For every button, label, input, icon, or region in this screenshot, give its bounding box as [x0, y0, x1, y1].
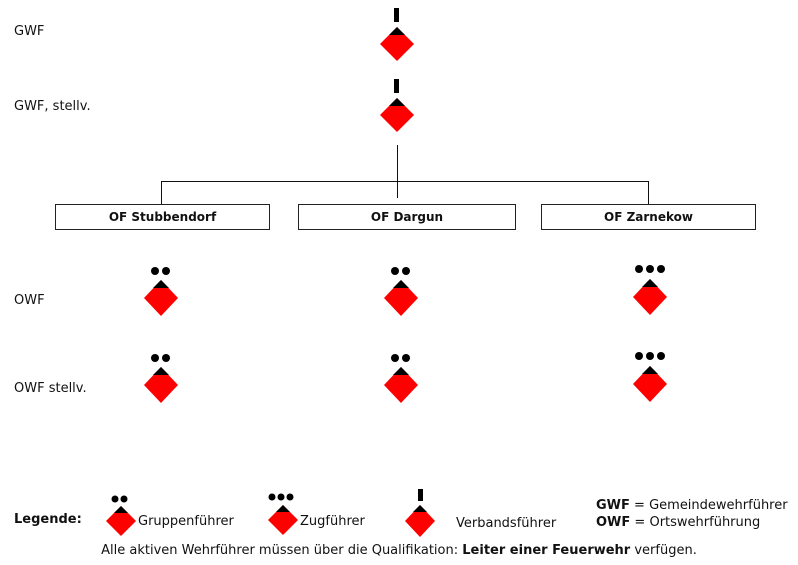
abbreviation-gwf-text: Gemeindewehrführer — [649, 498, 788, 513]
legend-label-zugfuehrer: Zugführer — [300, 514, 365, 529]
abbreviation-gwf: GWF = Gemeindewehrführer — [596, 498, 788, 513]
owf-zarnekow-zugfuehrer-icon — [633, 265, 667, 315]
legend-verbandsfuehrer-icon — [405, 489, 435, 537]
abbreviation-owf: OWF = Ortswehrführung — [596, 515, 760, 530]
abbreviation-owf-text: Ortswehrführung — [649, 515, 761, 530]
owf-deputy-dargun-gruppenfuehrer-icon — [384, 354, 418, 403]
connector-trunk — [397, 145, 398, 198]
abbreviation-gwf-eq: = — [634, 498, 645, 513]
owf-deputy-stubbendorf-gruppenfuehrer-icon — [144, 354, 178, 403]
gwf-deputy-verbandsfuehrer-icon — [380, 79, 414, 132]
owf-stubbendorf-gruppenfuehrer-icon — [144, 267, 178, 316]
qualification-note-prefix: Alle aktiven Wehrführer müssen über die … — [101, 543, 459, 558]
connector-right — [648, 181, 649, 204]
legend-label-gruppenfuehrer: Gruppenführer — [138, 514, 234, 529]
qualification-note: Alle aktiven Wehrführer müssen über die … — [0, 543, 798, 558]
legend-gruppenfuehrer-icon — [106, 495, 136, 536]
abbreviation-gwf-key: GWF — [596, 498, 630, 513]
owf-dargun-gruppenfuehrer-icon — [384, 267, 418, 316]
unit-box-stubbendorf: OF Stubbendorf — [55, 204, 270, 230]
owf-deputy-zarnekow-zugfuehrer-icon — [633, 352, 667, 402]
row-label-owf-deputy: OWF stellv. — [14, 381, 87, 396]
legend-title: Legende: — [14, 512, 82, 527]
connector-horizontal — [161, 181, 649, 182]
qualification-note-bold: Leiter einer Feuerwehr — [462, 543, 631, 558]
unit-box-dargun: OF Dargun — [298, 204, 516, 230]
abbreviation-owf-key: OWF — [596, 515, 631, 530]
row-label-gwf-deputy: GWF, stellv. — [14, 99, 91, 114]
abbreviation-owf-eq: = — [634, 515, 646, 530]
row-label-owf: OWF — [14, 293, 45, 308]
row-label-gwf: GWF — [14, 24, 45, 39]
unit-box-zarnekow: OF Zarnekow — [541, 204, 756, 230]
legend-label-verbandsfuehrer: Verbandsführer — [456, 516, 557, 531]
legend-zugfuehrer-icon — [268, 493, 298, 535]
gwf-verbandsfuehrer-icon — [380, 8, 414, 61]
connector-left — [161, 181, 162, 204]
qualification-note-suffix: verfügen. — [634, 543, 697, 558]
